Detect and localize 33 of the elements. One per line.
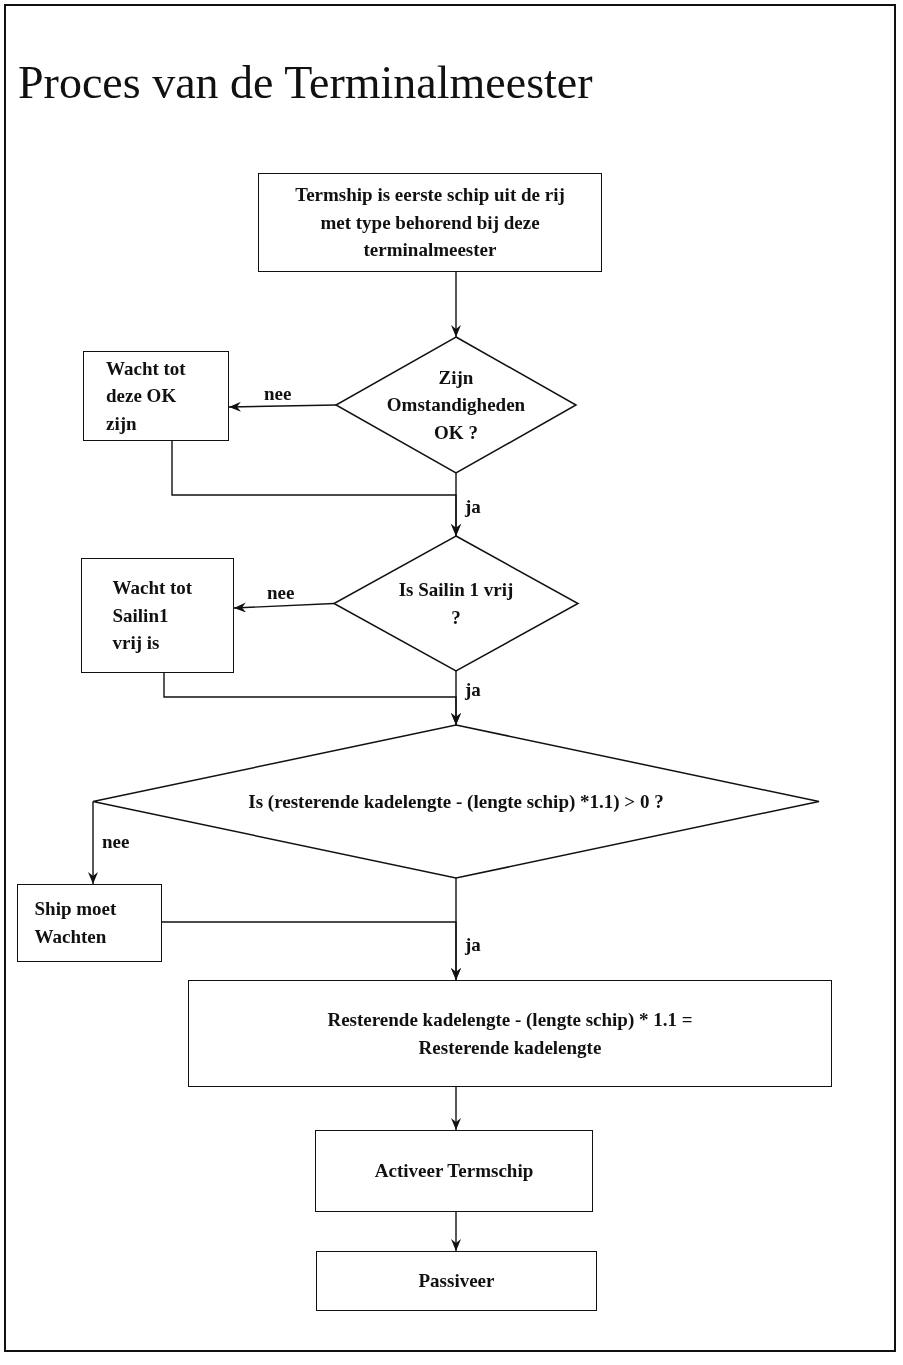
step-text: Termship is eerste schip uit de rij met type behorend bij deze terminalmeester [294,183,566,263]
process-box [81,558,234,673]
arrow [161,921,461,981]
decision-diamond [336,337,576,473]
decision-diamond [334,536,578,671]
edge-label: ja [463,935,483,956]
decision-text: Zijn Omstandigheden OK ? [385,365,527,445]
arrow [451,1211,461,1252]
arrow [451,271,461,338]
arrow [451,1086,461,1131]
step-text: Resterende kadelengte - (lengte schip) * 1.1 = Resterende kadelengte [326,1007,694,1060]
decision-text: Is Sailin 1 vrij ? [397,577,515,630]
step-text: Passiveer [417,1269,496,1294]
decision-diamond [93,725,819,878]
process-box [188,980,832,1087]
process-box [258,173,602,272]
step-text: Wacht tot Sailin1 vrij is [112,576,194,656]
edge-label: ja [463,680,483,701]
arrow [233,602,335,613]
arrow [88,800,98,885]
step-text: Ship moet Wachten [34,897,118,949]
process-box [83,351,229,441]
edge-label: ja [463,497,483,518]
step-text: Activeer Termschip [373,1159,535,1184]
step-text: Wacht tot deze OK zijn [106,356,187,436]
arrow [228,401,337,412]
process-box [17,884,162,962]
arrow [171,440,461,537]
process-box [315,1130,593,1212]
process-box [316,1251,597,1311]
decision-text: Is (resterende kadelengte - (lengte schip) *1.1) > 0 ? [247,789,665,814]
arrow [163,672,461,726]
diagram-title: Proces van de Terminalmeester [18,58,593,109]
